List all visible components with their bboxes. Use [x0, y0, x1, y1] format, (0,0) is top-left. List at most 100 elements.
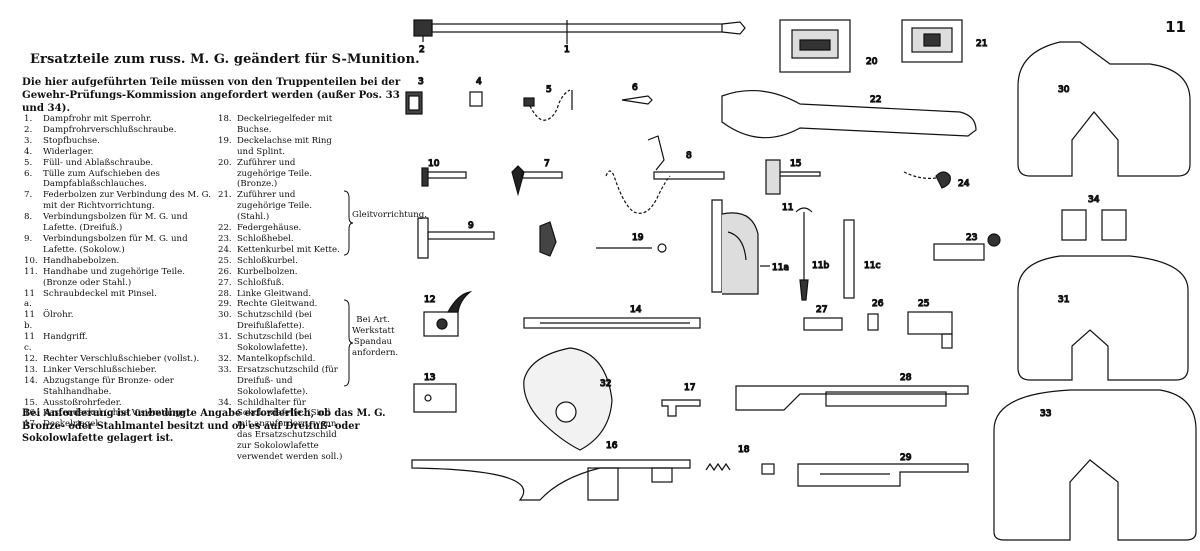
part-entry: 11.Handhabe und zugehörige Teile. (Bronz… — [24, 267, 212, 289]
part-description: Schildhalter für Sokolowlafette. (Sind m… — [237, 397, 343, 463]
part-entry: 27.Schloßfuß. — [218, 278, 343, 289]
part-entry: 14.Abzugstange für Bronze- oder Stahlhan… — [24, 376, 212, 398]
part-description: Federbolzen zur Verbindung des M. G. mit… — [43, 190, 211, 212]
label-1: 1 — [564, 45, 570, 55]
part-description: Verbindungsbolzen für M. G. und Lafette.… — [43, 233, 188, 255]
part-description: Deckelachse mit Ring und Splint. — [237, 135, 332, 157]
label-8: 8 — [686, 151, 692, 161]
part-number: 34. — [218, 397, 232, 408]
part-number: 13. — [24, 364, 38, 375]
part-number: 21. — [218, 190, 232, 201]
page-number: 11 — [1165, 18, 1186, 36]
label-11a: 11a — [772, 263, 789, 273]
page-title: Ersatzteile zum russ. M. G. geändert für… — [30, 52, 420, 67]
part-description: Dampfrohr mit Sperrohr. — [43, 114, 152, 124]
part-20-feeder-bronze — [779, 19, 851, 73]
part-13-left-slide — [413, 383, 457, 413]
part-number: 26. — [218, 266, 232, 277]
label-11: 11 — [782, 203, 793, 213]
part-description: Schutzschild (bei Dreifußlafette). — [237, 310, 312, 332]
part-11c-grip — [843, 219, 855, 299]
part-entry: 21. Zuführer und zugehörige Teile. (Stahl… — [218, 190, 343, 223]
part-11-handle — [711, 199, 759, 295]
label-26: 26 — [872, 299, 884, 309]
part-number: 9. — [24, 233, 33, 244]
part-number: 23. — [218, 233, 232, 244]
part-number: 1. — [24, 114, 33, 124]
part-description: Kettenkurbel mit Kette. — [237, 244, 340, 255]
part-number: 30. — [218, 310, 232, 321]
gleit-note: Gleitvorrichtung. — [352, 210, 427, 220]
part-3-stuffing-box — [405, 91, 423, 115]
part-33-replacement-shield — [993, 389, 1197, 541]
part-entry: 22.Federgehäuse. — [218, 223, 343, 234]
label-17: 17 — [684, 383, 695, 393]
part-description: Kastendeckel (ohne Visierstange). — [43, 408, 192, 419]
part-24-chain-crank — [903, 171, 951, 189]
part-entry: 8.Verbindungsbolzen für M. G. und Lafett… — [24, 212, 212, 234]
part-entry: 13.Linker Verschlußschieber. — [24, 365, 212, 376]
part-description: Ersatzschutzschild (für Dreifuß- und Sok… — [237, 364, 338, 397]
part-29-right-guide-wall — [797, 463, 969, 487]
parts-list-right: 18.Deckelriegelfeder mit Buchse.19.Decke… — [218, 114, 343, 463]
part-description: Verbindungsbolzen für M. G. und Lafette.… — [43, 212, 188, 234]
part-19-cover-axle — [596, 243, 667, 253]
part-32-hole — [555, 401, 577, 423]
footer-note: Bei Anforderung ist unbedingte Angabe er… — [22, 408, 386, 445]
label-3: 3 — [418, 77, 424, 87]
part-14-trigger-bar — [523, 317, 701, 329]
part-entry: 20.Zuführer und zugehörige Teile. (Bronz… — [218, 158, 343, 191]
part-entry: 1. Dampfrohr mit Sperrohr. — [24, 114, 212, 125]
part-entry: 23.Schloßhebel. — [218, 234, 343, 245]
werkstatt-brace — [343, 299, 354, 387]
part-entry: 33.Ersatzschutzschild (für Dreifuß- und … — [218, 365, 343, 398]
part-26-crank-bolt — [867, 313, 879, 331]
label-15: 15 — [790, 159, 801, 169]
part-28-left-guide-wall — [735, 385, 969, 411]
part-entry: 3. Stopfbuchse. — [24, 136, 212, 147]
part-number: 19. — [218, 135, 232, 146]
part-entry: 7.Federbolzen zur Verbindung des M. G. m… — [24, 190, 212, 212]
label-32: 32 — [600, 379, 611, 389]
label-21: 21 — [976, 39, 987, 49]
label-29: 29 — [900, 453, 912, 463]
label-7: 7 — [544, 159, 550, 169]
part-number: 27. — [218, 277, 232, 288]
label-12: 12 — [424, 295, 435, 305]
label-11b: 11b — [812, 261, 829, 271]
part-number: 2. — [24, 124, 33, 135]
part-4-abutment — [469, 91, 483, 107]
part-31-shield-sokolow — [1017, 255, 1189, 381]
part-number: 20. — [218, 157, 232, 168]
part-18-latch-spring — [705, 462, 775, 475]
part-number: 3. — [24, 135, 33, 146]
part-12-right-slide — [423, 291, 473, 337]
part-1-steam-tube — [413, 19, 746, 44]
part-entry: 11 c.Handgriff. — [24, 332, 212, 354]
part-description: Stopfbuchse. — [43, 135, 100, 146]
part-number: 15. — [24, 397, 38, 408]
part-25-lock-crank — [907, 311, 953, 349]
part-description: Zuführer und zugehörige Teile. (Stahl.) — [237, 190, 312, 223]
part-description: Dampfrohrverschlußschraube. — [43, 124, 177, 135]
part-number: 12. — [24, 353, 38, 364]
label-6: 6 — [632, 83, 638, 93]
part-description: Widerlager. — [43, 146, 94, 157]
part-description: Deckelriegelfeder mit Buchse. — [237, 114, 333, 135]
label-28: 28 — [900, 373, 912, 383]
part-7-spring-bolt — [511, 165, 563, 197]
part-number: 11 c. — [24, 332, 35, 354]
part-16-case-cover — [411, 459, 691, 501]
part-17-cover-latch — [661, 399, 701, 417]
part-15-ejector-spring — [765, 159, 821, 195]
part-9-connecting-bolt — [417, 217, 557, 259]
part-entry: 11 b.Ölrohr. — [24, 310, 212, 332]
part-number: 16. — [24, 408, 38, 419]
label-2: 2 — [419, 45, 425, 55]
label-19: 19 — [632, 233, 644, 243]
part-entry: 12.Rechter Verschlußschieber (vollst.). — [24, 354, 212, 365]
part-number: 11 b. — [24, 310, 35, 332]
part-number: 24. — [218, 244, 232, 255]
part-number: 11 a. — [24, 288, 35, 310]
